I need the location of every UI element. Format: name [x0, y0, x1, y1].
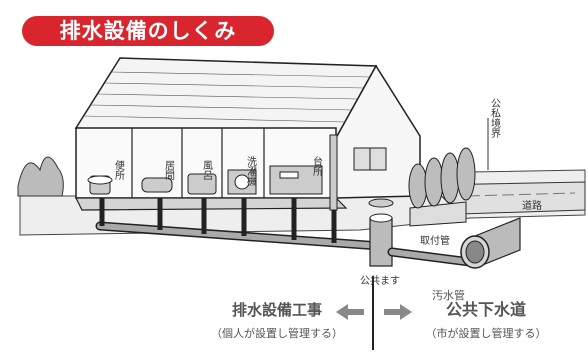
- boundary-label: 公私境界: [489, 98, 501, 139]
- roof-lines: [83, 71, 371, 123]
- room-label-bath: 風呂: [201, 160, 213, 181]
- living-fixture: [141, 177, 173, 193]
- legend-public-sub: （市が設置し管理する）: [425, 327, 547, 340]
- page-title: 排水設備のしくみ: [22, 16, 274, 46]
- house-floor: [75, 197, 348, 211]
- legend-private-title: 排水設備工事: [231, 301, 322, 319]
- room-label-kitchen: 台所: [311, 155, 323, 177]
- legend-private-sub: （個人が設置し管理する）: [211, 327, 343, 340]
- basin-lid: [368, 198, 394, 208]
- legend-public-title: 公共下水道: [445, 300, 526, 319]
- road-marking: [467, 192, 576, 197]
- kitchen-sink: [279, 171, 299, 179]
- boundary-trees: [408, 147, 476, 209]
- house-roof: [74, 57, 378, 139]
- sewage-main-pipe: [460, 217, 521, 269]
- boundary-wall: [409, 201, 467, 227]
- public-basin-label: 公共ます: [360, 275, 400, 287]
- room-dividers: [131, 128, 265, 198]
- room-label-laundry: 洗濯機: [245, 156, 257, 187]
- fixtures: [87, 165, 323, 195]
- arrow-left-icon: [336, 304, 364, 320]
- arrow-right-icon: [384, 304, 412, 320]
- room-label-toilet: 便所: [113, 159, 125, 181]
- washer-door: [234, 174, 250, 190]
- public-basin: [368, 198, 394, 267]
- downspout: [329, 134, 338, 211]
- drain-pipes: [95, 198, 385, 251]
- sewage-pipe-label: 汚水管: [432, 289, 465, 302]
- legend-private: 排水設備工事 （個人が設置し管理する）: [196, 300, 358, 342]
- road-label: 道路: [522, 199, 542, 212]
- kitchen-counter: [269, 165, 323, 195]
- toilet-seat: [87, 175, 113, 185]
- connection-pipe-label: 取付管: [420, 234, 450, 247]
- bush: [17, 156, 64, 197]
- legend-public: 公共下水道 （市が設置し管理する）: [400, 300, 572, 342]
- bath-tub: [187, 173, 217, 195]
- room-label-living: 居間: [163, 160, 175, 181]
